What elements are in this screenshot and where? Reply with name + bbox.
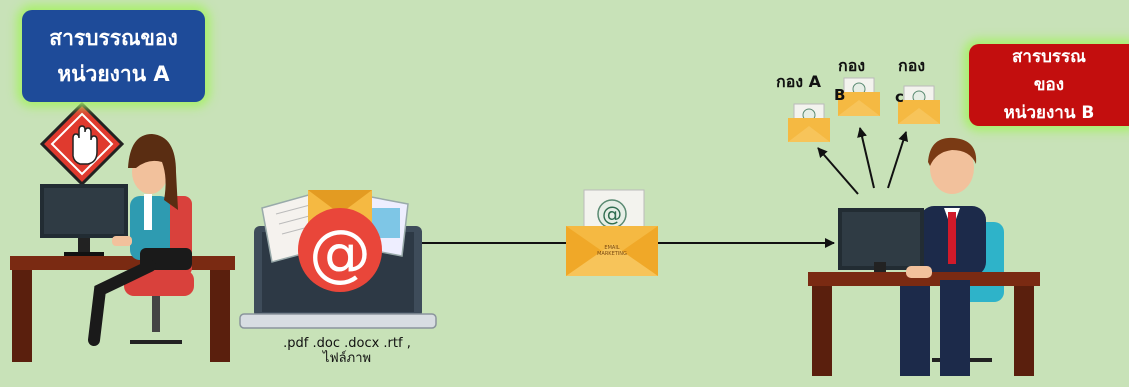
envelope-caption-line2: MARKETING	[580, 251, 644, 257]
small-envelope-icon-a	[788, 104, 830, 142]
unit-b-line3: หน่วยงาน B	[1004, 99, 1095, 127]
stop-hand-icon	[42, 104, 122, 184]
arrow-to-division-a	[818, 148, 858, 194]
sender-workstation	[10, 134, 235, 362]
receiver-workstation	[808, 138, 1040, 376]
attachments-caption-line1: .pdf .doc .docx .rtf ,	[262, 336, 432, 351]
email-envelope-icon: @	[566, 190, 658, 276]
attachments-caption-line2: ไฟล์ภาพ	[262, 351, 432, 366]
email-at-icon: @	[298, 208, 382, 292]
division-b-letter: B	[834, 86, 845, 104]
svg-text:@: @	[602, 202, 622, 226]
arrow-to-division-b	[860, 128, 874, 188]
division-c-label: กอง	[898, 54, 925, 79]
unit-b-line1: สารบรรณ	[1012, 43, 1086, 71]
division-a-label: กอง A	[776, 70, 821, 95]
unit-a-box: สารบรรณของ หน่วยงาน A	[22, 10, 205, 102]
small-envelope-icon-c	[898, 86, 940, 124]
attachments-caption: .pdf .doc .docx .rtf , ไฟล์ภาพ	[262, 336, 432, 366]
division-c-letter: c	[895, 88, 904, 106]
unit-a-line2: หน่วยงาน A	[57, 56, 169, 92]
svg-text:@: @	[309, 216, 371, 289]
envelope-caption: EMAIL MARKETING	[580, 245, 644, 257]
arrow-to-division-c	[888, 132, 906, 188]
unit-a-line1: สารบรรณของ	[49, 20, 177, 56]
unit-b-line2: ของ	[1034, 71, 1064, 99]
unit-b-box: สารบรรณ ของ หน่วยงาน B	[969, 44, 1129, 126]
division-b-label: กอง	[838, 54, 865, 79]
